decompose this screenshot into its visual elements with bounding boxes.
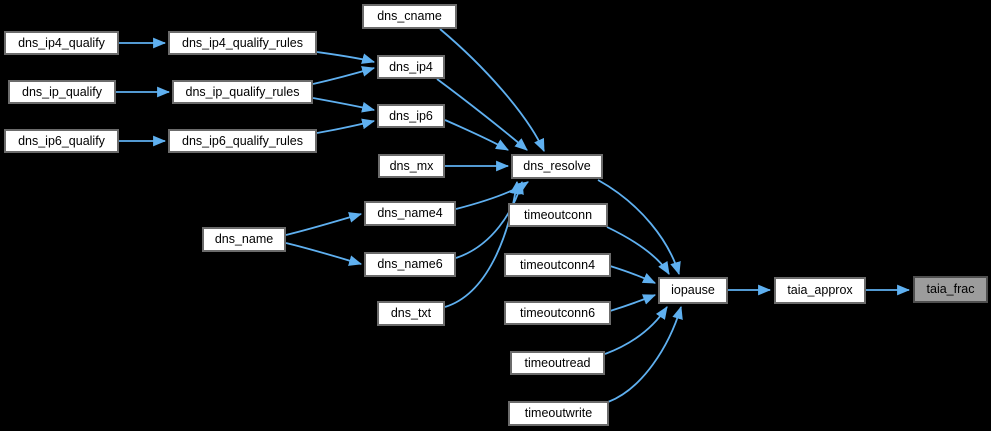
edge-timeoutread-to-iopause — [604, 306, 668, 355]
node-dns_ip6[interactable]: dns_ip6 — [377, 104, 445, 128]
node-dns_name4[interactable]: dns_name4 — [364, 201, 456, 226]
edge-dns_ip4_qualify_rules-to-dns_ip4 — [316, 51, 376, 64]
node-dns_resolve[interactable]: dns_resolve — [511, 154, 603, 179]
edge-dns_name-to-dns_name4 — [285, 212, 363, 236]
node-timeoutconn6[interactable]: timeoutconn6 — [504, 301, 611, 325]
node-dns_mx[interactable]: dns_mx — [378, 154, 445, 178]
edge-dns_resolve-to-iopause — [597, 179, 681, 276]
node-dns_txt[interactable]: dns_txt — [377, 301, 445, 326]
edge-dns_txt-to-dns_resolve — [444, 180, 521, 308]
edge-dns_cname-to-dns_resolve — [439, 28, 545, 152]
edge-timeoutconn6-to-iopause — [609, 294, 657, 312]
edge-timeoutconn4-to-iopause — [609, 265, 656, 284]
edge-dns_ip4-to-dns_resolve — [436, 78, 528, 151]
edge-dns_name-to-dns_name6 — [285, 242, 363, 266]
node-iopause[interactable]: iopause — [658, 277, 728, 304]
node-dns_ip4[interactable]: dns_ip4 — [377, 55, 445, 79]
edge-timeoutwrite-to-iopause — [607, 305, 683, 403]
node-timeoutwrite[interactable]: timeoutwrite — [508, 401, 609, 426]
node-dns_ip4_qualify[interactable]: dns_ip4_qualify — [4, 31, 119, 55]
node-dns_name6[interactable]: dns_name6 — [364, 252, 456, 277]
node-timeoutconn[interactable]: timeoutconn — [508, 203, 608, 227]
node-taia_frac: taia_frac — [913, 276, 988, 303]
node-dns_ip_qualify_rules[interactable]: dns_ip_qualify_rules — [172, 80, 313, 104]
edge-dns_ip_qualify_rules-to-dns_ip6 — [312, 97, 376, 113]
node-dns_name[interactable]: dns_name — [202, 227, 286, 252]
node-dns_cname[interactable]: dns_cname — [362, 4, 457, 29]
node-timeoutconn4[interactable]: timeoutconn4 — [504, 253, 611, 277]
edge-dns_ip6_qualify_rules-to-dns_ip6 — [316, 118, 376, 134]
node-dns_ip4_qualify_rules[interactable]: dns_ip4_qualify_rules — [168, 31, 317, 55]
node-dns_ip6_qualify[interactable]: dns_ip6_qualify — [4, 129, 119, 153]
edge-dns_ip_qualify_rules-to-dns_ip4 — [312, 66, 376, 85]
edge-dns_ip6-to-dns_resolve — [444, 119, 509, 151]
node-dns_ip_qualify[interactable]: dns_ip_qualify — [8, 80, 116, 104]
node-taia_approx[interactable]: taia_approx — [774, 277, 866, 304]
edge-timeoutconn-to-iopause — [606, 226, 670, 275]
node-dns_ip6_qualify_rules[interactable]: dns_ip6_qualify_rules — [168, 129, 317, 153]
node-timeoutread[interactable]: timeoutread — [510, 351, 605, 375]
